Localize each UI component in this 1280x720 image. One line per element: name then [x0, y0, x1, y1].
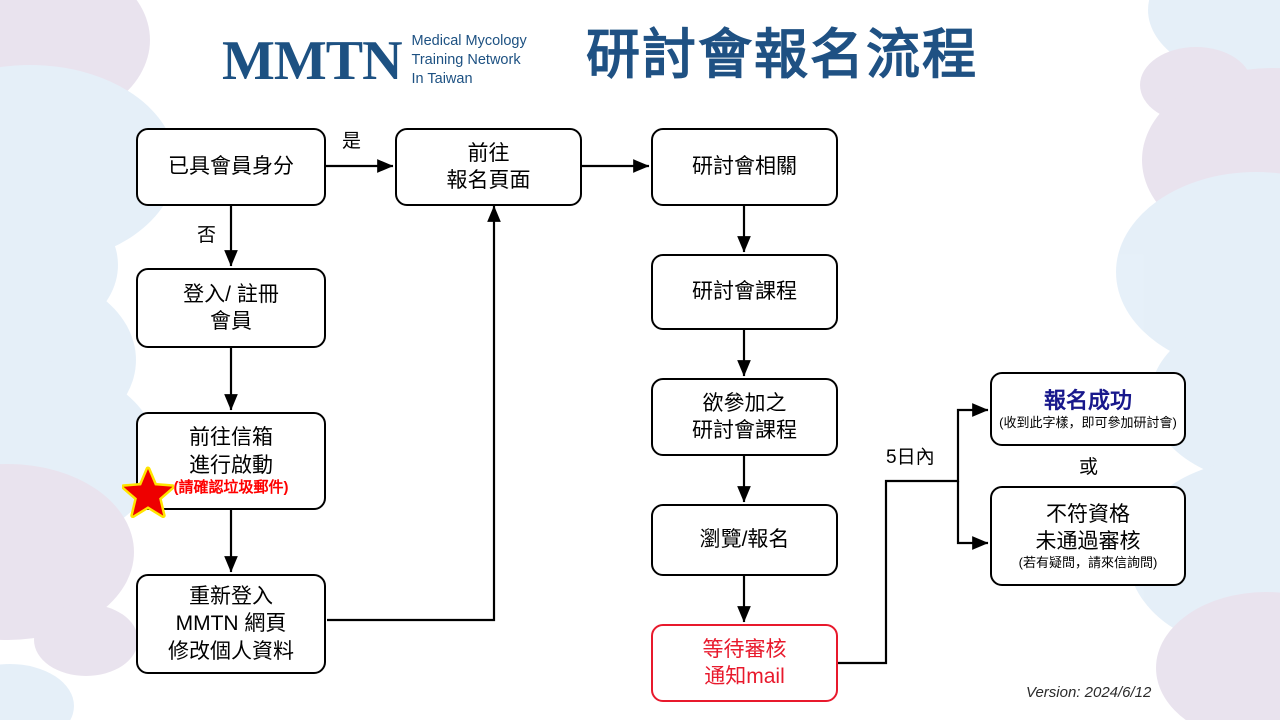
node-signup-rejected-note: (若有疑問，請來信詢問)	[1018, 555, 1158, 571]
decor-blob	[34, 604, 138, 676]
node-activate-mail-note: (請確認垃圾郵件)	[173, 478, 289, 496]
node-seminar-courses[interactable]: 研討會課程	[651, 254, 838, 330]
node-signup-rejected-line2: 未通過審核	[1035, 529, 1141, 553]
node-seminar-info[interactable]: 研討會相關	[651, 128, 838, 206]
node-relogin-profile[interactable]: 重新登入 MMTN 網頁 修改個人資料	[136, 574, 326, 674]
decor-blob	[0, 181, 118, 349]
logo-wordmark: MMTN	[222, 29, 403, 92]
edge-branch-to-rejected	[956, 481, 989, 550]
node-register-account[interactable]: 登入/ 註冊 會員	[136, 268, 326, 348]
node-activate-mail-line2: 進行啟動	[189, 453, 273, 477]
version-stamp: Version: 2024/6/12	[1026, 684, 1152, 701]
edge-label-within-5-days: 5日內	[886, 447, 935, 468]
node-go-signup-page-line2: 報名頁面	[446, 169, 531, 192]
logo-subtitle-line1: Medical Mycology	[411, 33, 527, 49]
node-register-account-line1: 登入/ 註冊	[183, 282, 279, 306]
mmtn-logo: MMTN Medical Mycology Training Network I…	[222, 32, 527, 89]
node-await-review[interactable]: 等待審核 通知mail	[651, 624, 838, 702]
node-activate-mail-line1: 前往信箱	[189, 426, 273, 450]
node-await-review-line1: 等待審核	[702, 637, 787, 661]
node-seminar-info-line1: 研討會相關	[692, 155, 797, 179]
node-member-check-line1: 已具會員身分	[168, 155, 294, 179]
decor-blob	[0, 268, 136, 452]
logo-subtitle-line3: In Taiwan	[411, 71, 473, 88]
node-browse-signup[interactable]: 瀏覽/報名	[651, 504, 838, 576]
decor-blob	[1156, 592, 1280, 720]
edge-relogin-loop-to-signup	[327, 205, 501, 622]
node-desired-courses-line1: 欲參加之	[702, 391, 787, 415]
decor-blob	[1116, 172, 1280, 372]
slide-header: MMTN Medical Mycology Training Network I…	[0, 0, 1280, 115]
node-signup-success-note: (收到此字樣，即可參加研討會)	[999, 415, 1177, 431]
node-relogin-profile-line3: 修改個人資料	[168, 639, 294, 663]
node-member-check[interactable]: 已具會員身分	[136, 128, 326, 206]
logo-subtitle-line2: Training Network	[411, 52, 521, 69]
node-desired-courses[interactable]: 欲參加之 研討會課程	[651, 378, 838, 456]
logo-subtitle: Medical Mycology Training Network In Tai…	[412, 32, 527, 89]
node-seminar-courses-line1: 研討會課程	[692, 280, 797, 304]
decor-blob	[0, 664, 74, 720]
node-relogin-profile-line2: MMTN 網頁	[175, 612, 287, 636]
edge-label-yes: 是	[342, 131, 362, 152]
node-go-signup-page-line1: 前往	[467, 141, 510, 165]
decor-blob	[0, 359, 158, 551]
edge-label-no: 否	[197, 225, 217, 246]
node-await-review-line2: 通知mail	[704, 665, 785, 688]
red-star-icon	[122, 466, 174, 518]
page-title: 研討會報名流程	[586, 25, 978, 85]
node-relogin-profile-line1: 重新登入	[189, 585, 273, 609]
node-signup-rejected[interactable]: 不符資格 未通過審核 (若有疑問，請來信詢問)	[990, 486, 1186, 586]
node-signup-rejected-line1: 不符資格	[1046, 502, 1130, 526]
edge-label-or: 或	[1079, 457, 1099, 478]
node-go-signup-page[interactable]: 前往 報名頁面	[395, 128, 582, 206]
decor-blob	[0, 464, 134, 640]
node-register-account-line2: 會員	[210, 310, 252, 333]
node-signup-success[interactable]: 報名成功 (收到此字樣，即可參加研討會)	[990, 372, 1186, 446]
node-desired-courses-line2: 研討會課程	[692, 419, 797, 442]
node-browse-signup-line1: 瀏覽/報名	[699, 528, 790, 552]
node-signup-success-headline: 報名成功	[1043, 387, 1132, 413]
